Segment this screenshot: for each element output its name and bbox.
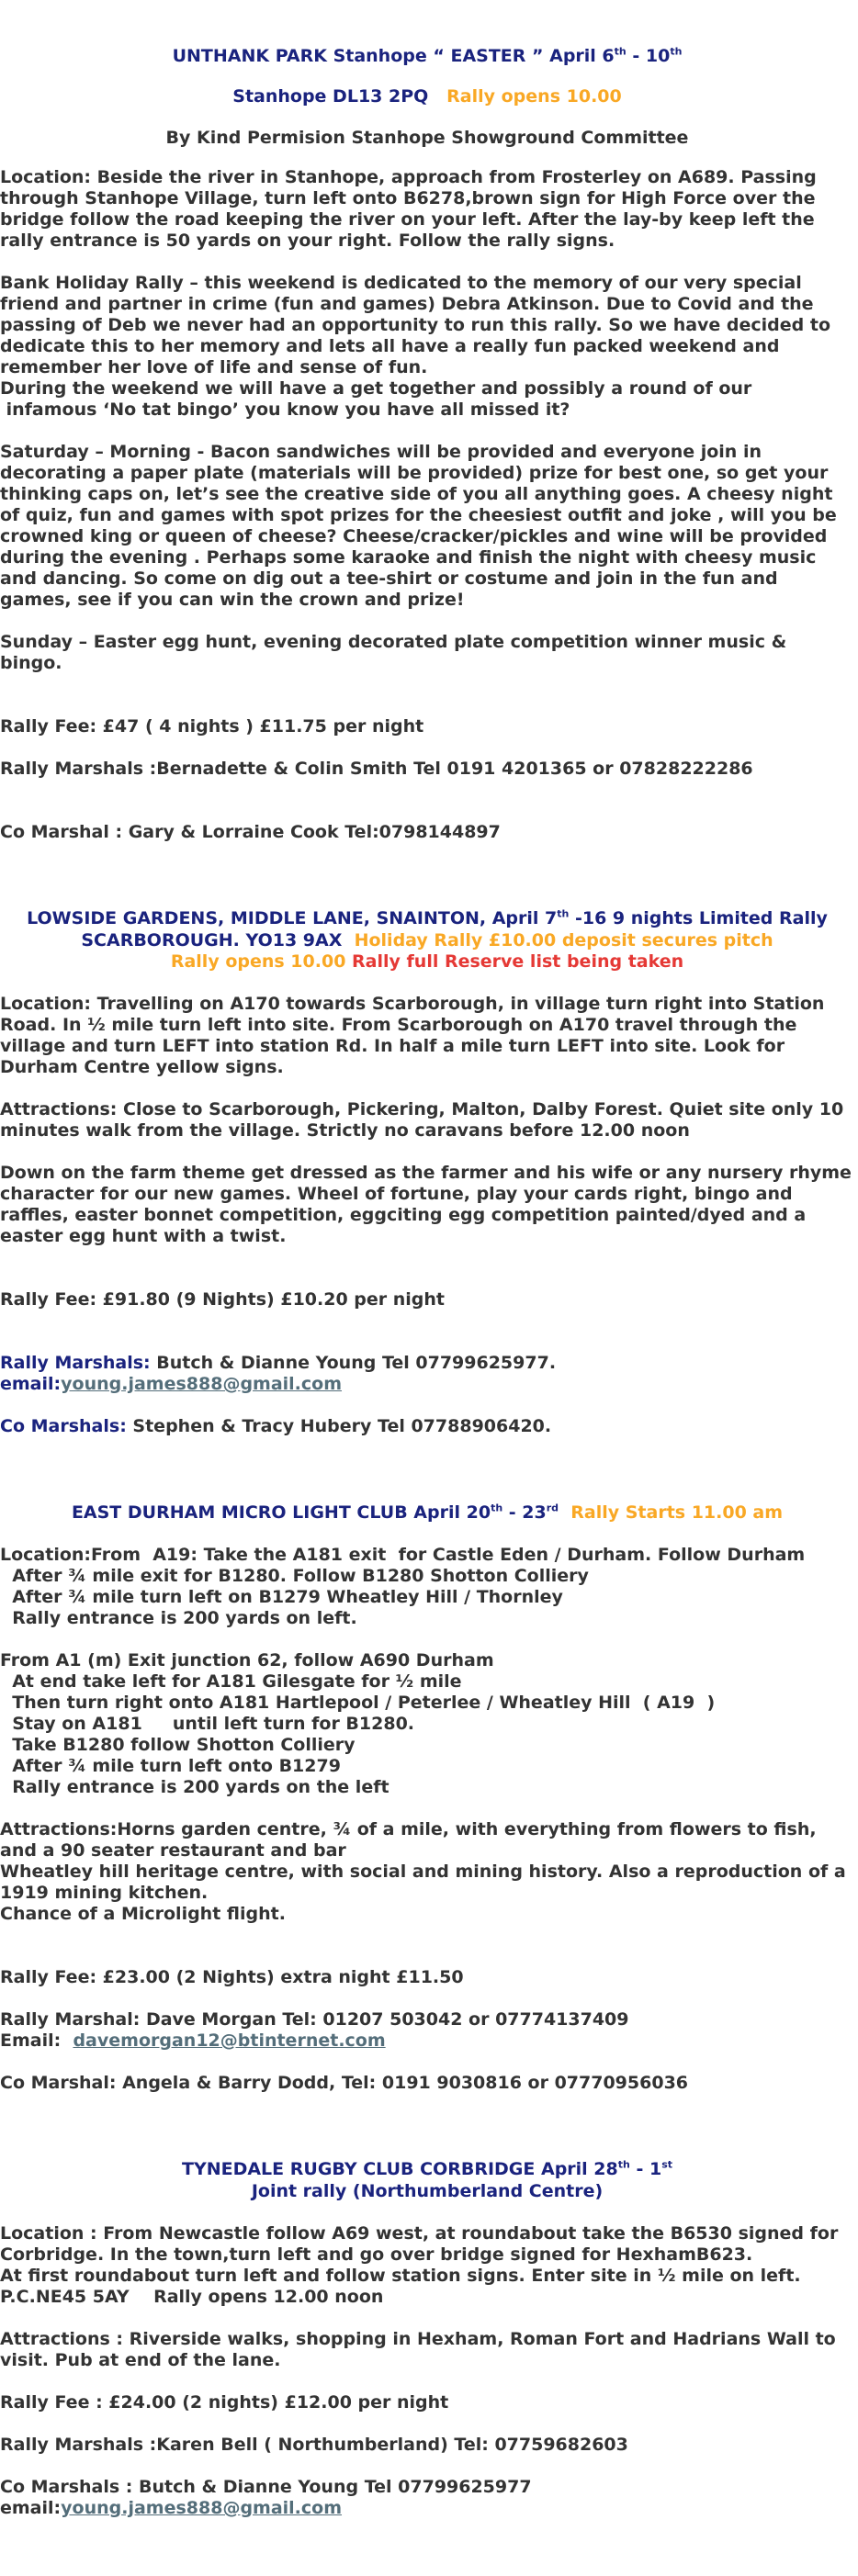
email-line: email:young.james888@gmail.com — [0, 2498, 854, 2519]
postcode-text: SCARBOROUGH. YO13 9AX — [81, 930, 343, 951]
event-subtitle: SCARBOROUGH. YO13 9AX Holiday Rally £10.… — [0, 929, 854, 951]
rally-tynedale: TYNEDALE RUGBY CLUB CORBRIDGE April 28th… — [0, 2158, 854, 2519]
label: Rally Marshals: — [0, 1353, 151, 1373]
superscript: rd — [546, 1502, 559, 1514]
rally-fee: Rally Fee: £23.00 (2 Nights) extra night… — [0, 1967, 464, 1987]
rally-marshals: Rally Marshals :Karen Bell ( Northumberl… — [0, 2435, 628, 2455]
event-title-text: - 23 — [502, 1502, 547, 1523]
rally-fee: Rally Fee : £24.00 (2 nights) £12.00 per… — [0, 2392, 449, 2413]
event-title-text: TYNEDALE RUGBY CLUB CORBRIDGE April 28 — [181, 2159, 618, 2179]
rally-fee: Rally Fee: £91.80 (9 Nights) £10.20 per … — [0, 1289, 446, 1310]
event-subtitle: Joint rally (Northumberland Centre) — [251, 2181, 604, 2201]
direction-line: Then turn right onto A181 Hartlepool / P… — [0, 1693, 716, 1713]
opening-time: Rally opens 10.00 — [170, 951, 346, 972]
deposit-note: Holiday Rally £10.00 deposit secures pit… — [354, 930, 773, 951]
event-title: EAST DURHAM MICRO LIGHT CLUB April 20th … — [0, 1502, 854, 1524]
label: Co Marshals: — [0, 1416, 127, 1436]
email-line: email:young.james888@gmail.com — [0, 1374, 854, 1395]
event-title-text: UNTHANK PARK Stanhope “ EASTER ” April 6 — [172, 46, 615, 66]
rally-east-durham: EAST DURHAM MICRO LIGHT CLUB April 20th … — [0, 1502, 854, 2094]
location-line: At first roundabout turn left and follow… — [0, 2266, 801, 2286]
co-marshals: Co Marshals : Butch & Dianne Young Tel 0… — [0, 2477, 532, 2497]
direction-line: After ¾ mile turn left on B1279 Wheatley… — [0, 1587, 563, 1607]
direction-line: At end take left for A181 Gilesgate for … — [0, 1671, 462, 1692]
event-title-text: - 1 — [629, 2159, 662, 2179]
rally-unthank-park: UNTHANK PARK Stanhope “ EASTER ” April 6… — [0, 0, 854, 843]
direction-line: After ¾ mile exit for B1280. Follow B128… — [0, 1566, 589, 1586]
event-title: TYNEDALE RUGBY CLUB CORBRIDGE April 28th… — [0, 2158, 854, 2180]
event-title-text: LOWSIDE GARDENS, MIDDLE LANE, SNAINTON, … — [27, 908, 558, 928]
event-title: UNTHANK PARK Stanhope “ EASTER ” April 6… — [0, 45, 854, 67]
co-marshals-text: Stephen & Tracy Hubery Tel 07788906420. — [126, 1416, 552, 1436]
email-link[interactable]: davemorgan12@btinternet.com — [73, 2030, 386, 2051]
superscript: th — [491, 1502, 503, 1514]
sunday-paragraph: Sunday – Easter egg hunt, evening decora… — [0, 632, 787, 673]
label: email: — [0, 1374, 62, 1394]
attractions-paragraph: Attractions : Riverside walks, shopping … — [0, 2329, 836, 2370]
rally-lowside-gardens: LOWSIDE GARDENS, MIDDLE LANE, SNAINTON, … — [0, 907, 854, 1437]
event-title-text: EAST DURHAM MICRO LIGHT CLUB April 20 — [71, 1502, 491, 1523]
attractions-line: Chance of a Microlight flight. — [0, 1904, 286, 1924]
superscript: th — [614, 45, 627, 58]
attractions-paragraph: Wheatley hill heritage centre, with soci… — [0, 1862, 846, 1903]
attractions-paragraph: Attractions:Horns garden centre, ¾ of a … — [0, 1819, 817, 1861]
co-marshals: Co Marshals: Stephen & Tracy Hubery Tel … — [0, 1416, 854, 1437]
label: email: — [0, 2498, 62, 2518]
direction-line: Stay on A181 until left turn for B1280. — [0, 1714, 415, 1734]
rally-marshals: Rally Marshals: Butch & Dianne Young Tel… — [0, 1353, 854, 1374]
dedication-line: During the weekend we will have a get to… — [0, 378, 752, 399]
superscript: st — [661, 2158, 673, 2171]
event-title: LOWSIDE GARDENS, MIDDLE LANE, SNAINTON, … — [0, 907, 854, 929]
superscript: th — [557, 907, 570, 920]
location-paragraph: Location : From Newcastle follow A69 wes… — [0, 2223, 839, 2265]
superscript: th — [617, 2158, 630, 2171]
location-paragraph: Location: Travelling on A170 towards Sca… — [0, 994, 825, 1077]
rally-fee: Rally Fee: £47 ( 4 nights ) £11.75 per n… — [0, 716, 424, 737]
email-link[interactable]: young.james888@gmail.com — [61, 2498, 343, 2518]
label: Email: — [0, 2030, 73, 2051]
marshals-text: Butch & Dianne Young Tel 07799625977. — [150, 1353, 557, 1373]
direction-line: Rally entrance is 200 yards on left. — [0, 1608, 357, 1628]
direction-line: Location:From A19: Take the A181 exit fo… — [0, 1545, 806, 1565]
direction-line: After ¾ mile turn left onto B1279 — [0, 1756, 341, 1776]
event-address: Stanhope DL13 2PQ Rally opens 10.00 — [0, 85, 854, 107]
attractions-paragraph: Attractions: Close to Scarborough, Picke… — [0, 1099, 844, 1141]
superscript: th — [670, 45, 683, 58]
co-marshal: Co Marshal: Angela & Barry Dodd, Tel: 01… — [0, 2073, 689, 2093]
email-link[interactable]: young.james888@gmail.com — [61, 1374, 343, 1394]
location-paragraph: Location: Beside the river in Stanhope, … — [0, 167, 817, 251]
event-title-text: - 10 — [626, 46, 671, 66]
email-line: Email: davemorgan12@btinternet.com — [0, 2030, 854, 2052]
direction-line: Rally entrance is 200 yards on the left — [0, 1777, 389, 1797]
saturday-paragraph: Saturday – Morning - Bacon sandwiches wi… — [0, 442, 837, 610]
dedication-paragraph: Bank Holiday Rally – this weekend is ded… — [0, 273, 831, 377]
rally-listing-page: UNTHANK PARK Stanhope “ EASTER ” April 6… — [0, 0, 854, 2519]
start-time: Rally Starts 11.00 am — [570, 1502, 784, 1523]
event-title-text: -16 9 nights Limited Rally — [569, 908, 828, 928]
address-text: Stanhope DL13 2PQ — [232, 86, 429, 107]
rally-marshals: Rally Marshals :Bernadette & Colin Smith… — [0, 759, 753, 779]
co-marshal: Co Marshal : Gary & Lorraine Cook Tel:07… — [0, 822, 501, 842]
direction-line: From A1 (m) Exit junction 62, follow A69… — [0, 1650, 494, 1670]
permission-note: By Kind Permision Stanhope Showground Co… — [165, 128, 689, 148]
theme-paragraph: Down on the farm theme get dressed as th… — [0, 1163, 852, 1246]
direction-line: Take B1280 follow Shotton Colliery — [0, 1735, 356, 1755]
rally-marshal: Rally Marshal: Dave Morgan Tel: 01207 50… — [0, 2009, 629, 2030]
opening-time: Rally opens 10.00 — [446, 86, 622, 107]
event-status: Rally opens 10.00 Rally full Reserve lis… — [0, 951, 854, 973]
location-line: P.C.NE45 5AY Rally opens 12.00 noon — [0, 2287, 384, 2307]
dedication-line: infamous ‘No tat bingo’ you know you hav… — [0, 399, 570, 420]
reserve-list-notice: Rally full Reserve list being taken — [352, 951, 684, 972]
